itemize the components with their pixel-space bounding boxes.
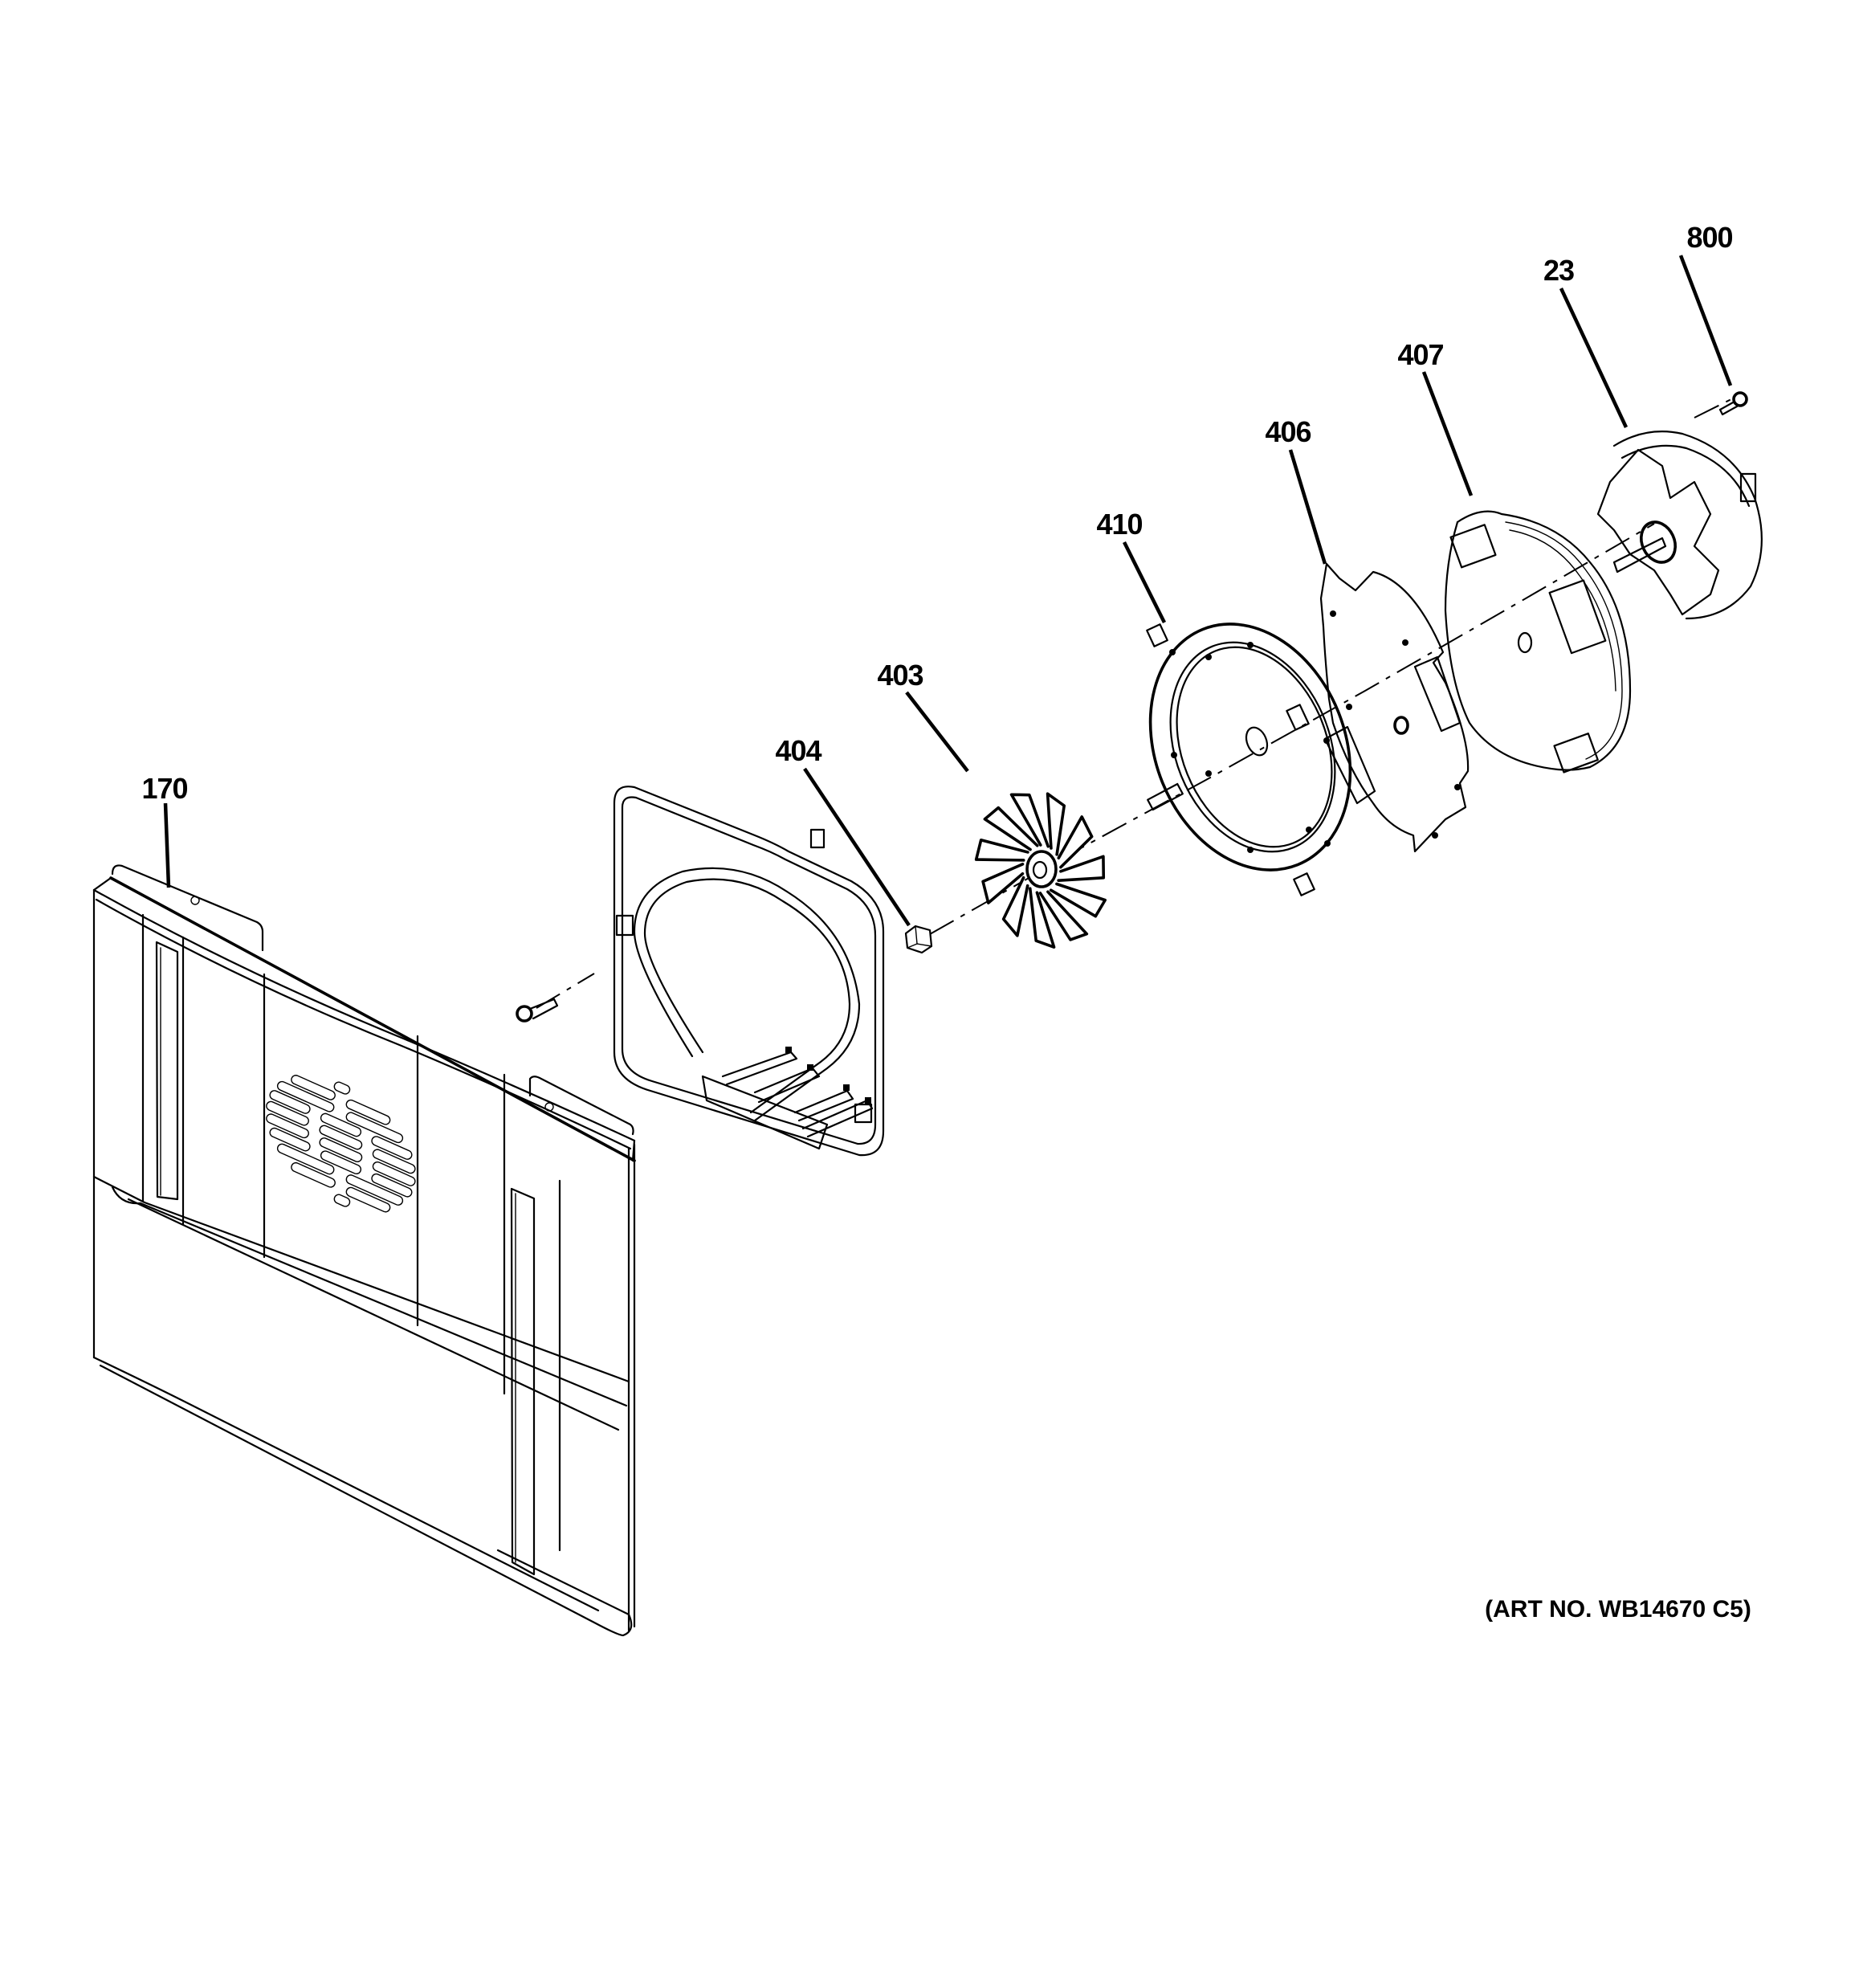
callout-407: 407 — [1397, 338, 1444, 371]
grille-vent-slots — [266, 1075, 416, 1213]
leader-line-407 — [1421, 371, 1474, 496]
grille-slot — [345, 1186, 391, 1213]
rear-panel-cover — [92, 864, 636, 1637]
leader-line-23 — [1559, 288, 1629, 428]
fan-blade-fin — [1038, 890, 1089, 941]
grille-slot — [345, 1112, 404, 1144]
leader-line-170 — [163, 802, 171, 888]
fan-blade-fin — [1028, 887, 1056, 949]
fan-blade-fin — [1009, 793, 1050, 848]
callout-leader-lines — [163, 255, 1733, 927]
callout-406: 406 — [1265, 415, 1311, 448]
grille-slot — [266, 1100, 309, 1126]
grille-slot — [371, 1173, 413, 1198]
fan-blade-fin — [983, 806, 1039, 851]
grille-slot — [291, 1161, 336, 1188]
leader-line-800 — [1678, 255, 1733, 386]
grille-slot — [319, 1137, 363, 1162]
grille-slot — [372, 1161, 416, 1186]
fan-nut-icon — [904, 925, 933, 954]
convection-heating-element — [516, 786, 885, 1157]
convection-fan-blade — [974, 792, 1107, 949]
leader-line-403 — [905, 691, 969, 773]
callout-170: 170 — [141, 772, 188, 805]
motor-mounting-plate — [1319, 562, 1470, 853]
fan-hub — [1025, 850, 1058, 888]
art-number-label: (ART NO. WB14670 C5) — [1485, 1596, 1751, 1623]
grille-slot — [372, 1149, 416, 1174]
assembly-axis-line — [536, 397, 1735, 1009]
grille-slot — [333, 1194, 351, 1207]
fan-blade-fin — [1001, 876, 1029, 937]
fan-blade-fin — [1046, 792, 1066, 856]
leader-line-404 — [803, 767, 911, 927]
fan-blade-fin — [1057, 855, 1106, 882]
grille-slot — [319, 1125, 363, 1150]
callout-404: 404 — [775, 734, 821, 767]
leader-line-410 — [1122, 541, 1167, 624]
grille-slot — [276, 1143, 335, 1175]
grille-slot — [269, 1127, 311, 1152]
grille-slot — [269, 1090, 311, 1114]
grille-slot — [333, 1081, 351, 1095]
callout-410: 410 — [1096, 508, 1143, 541]
element-screw-icon — [516, 998, 559, 1023]
fan-mounting-ring — [1146, 623, 1352, 896]
grille-slot — [345, 1099, 391, 1125]
insulation-disc — [1444, 510, 1632, 774]
grille-slot — [266, 1113, 309, 1139]
fan-blade-fin — [1049, 882, 1107, 918]
callout-23: 23 — [1543, 254, 1575, 287]
grille-slot — [276, 1080, 335, 1112]
grille-slot — [345, 1174, 404, 1206]
grille-slot — [371, 1136, 413, 1160]
grille-slot — [291, 1075, 336, 1100]
leader-line-406 — [1288, 449, 1327, 565]
callout-800: 800 — [1686, 221, 1733, 254]
fan-blade-fin — [1057, 815, 1094, 869]
grille-slot — [320, 1150, 362, 1175]
grille-slot — [320, 1112, 362, 1137]
callout-403: 403 — [877, 659, 923, 692]
fan-blade-fin — [981, 863, 1025, 904]
fan-blade-fin — [974, 838, 1029, 862]
motor-screw-icon — [1718, 391, 1748, 416]
convection-motor — [1596, 431, 1763, 620]
